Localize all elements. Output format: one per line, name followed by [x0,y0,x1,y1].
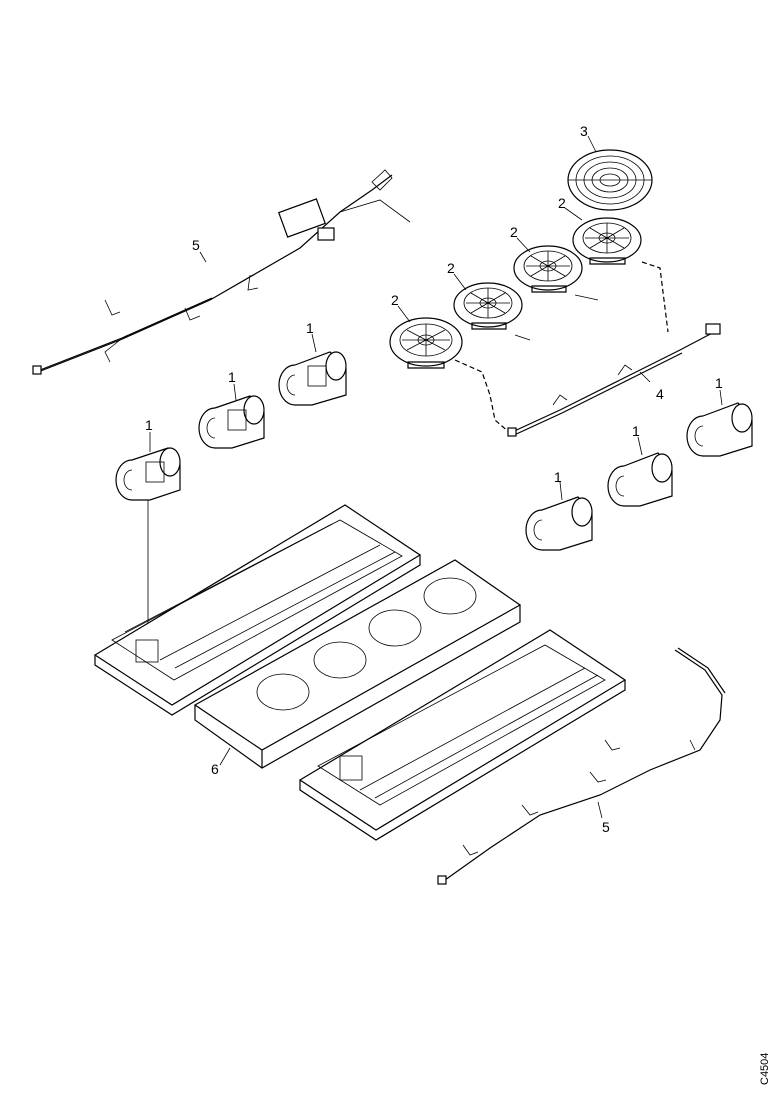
blower-motor-2 [198,395,265,449]
blower-motor-4 [686,402,753,457]
blower-motor-5 [607,452,673,507]
callout-1-c: 1 [306,320,314,336]
wire-harness-speakers [454,261,721,437]
blower-motor-6 [525,496,593,551]
callout-2-a: 2 [391,292,399,308]
callout-2-b: 2 [447,260,455,276]
callout-1-f: 1 [554,469,562,485]
wire-harness-top [32,169,411,375]
callout-5-a: 5 [192,237,200,253]
blower-motor-3 [278,351,347,406]
speaker-1 [389,317,463,369]
callout-2-d: 2 [558,195,566,211]
speaker-grille [567,149,653,211]
callout-1-d: 1 [715,375,723,391]
blower-motor-1 [115,447,181,501]
wire-harness-bottom [437,647,726,885]
speaker-baffle [193,559,522,769]
figure-id: C4504 [759,1053,771,1085]
callout-3: 3 [580,123,588,139]
blower-tray-left [93,504,422,716]
callout-2-c: 2 [510,224,518,240]
callout-4: 4 [656,386,664,402]
callout-leaders [149,135,723,819]
callout-1-a: 1 [145,417,153,433]
blower-tray-right [298,629,627,841]
callout-1-b: 1 [228,369,236,385]
callout-1-e: 1 [632,423,640,439]
callout-6: 6 [211,761,219,777]
callout-5-b: 5 [602,819,610,835]
speaker-2 [453,282,523,330]
speaker-3 [513,245,583,293]
speaker-4 [572,217,642,265]
